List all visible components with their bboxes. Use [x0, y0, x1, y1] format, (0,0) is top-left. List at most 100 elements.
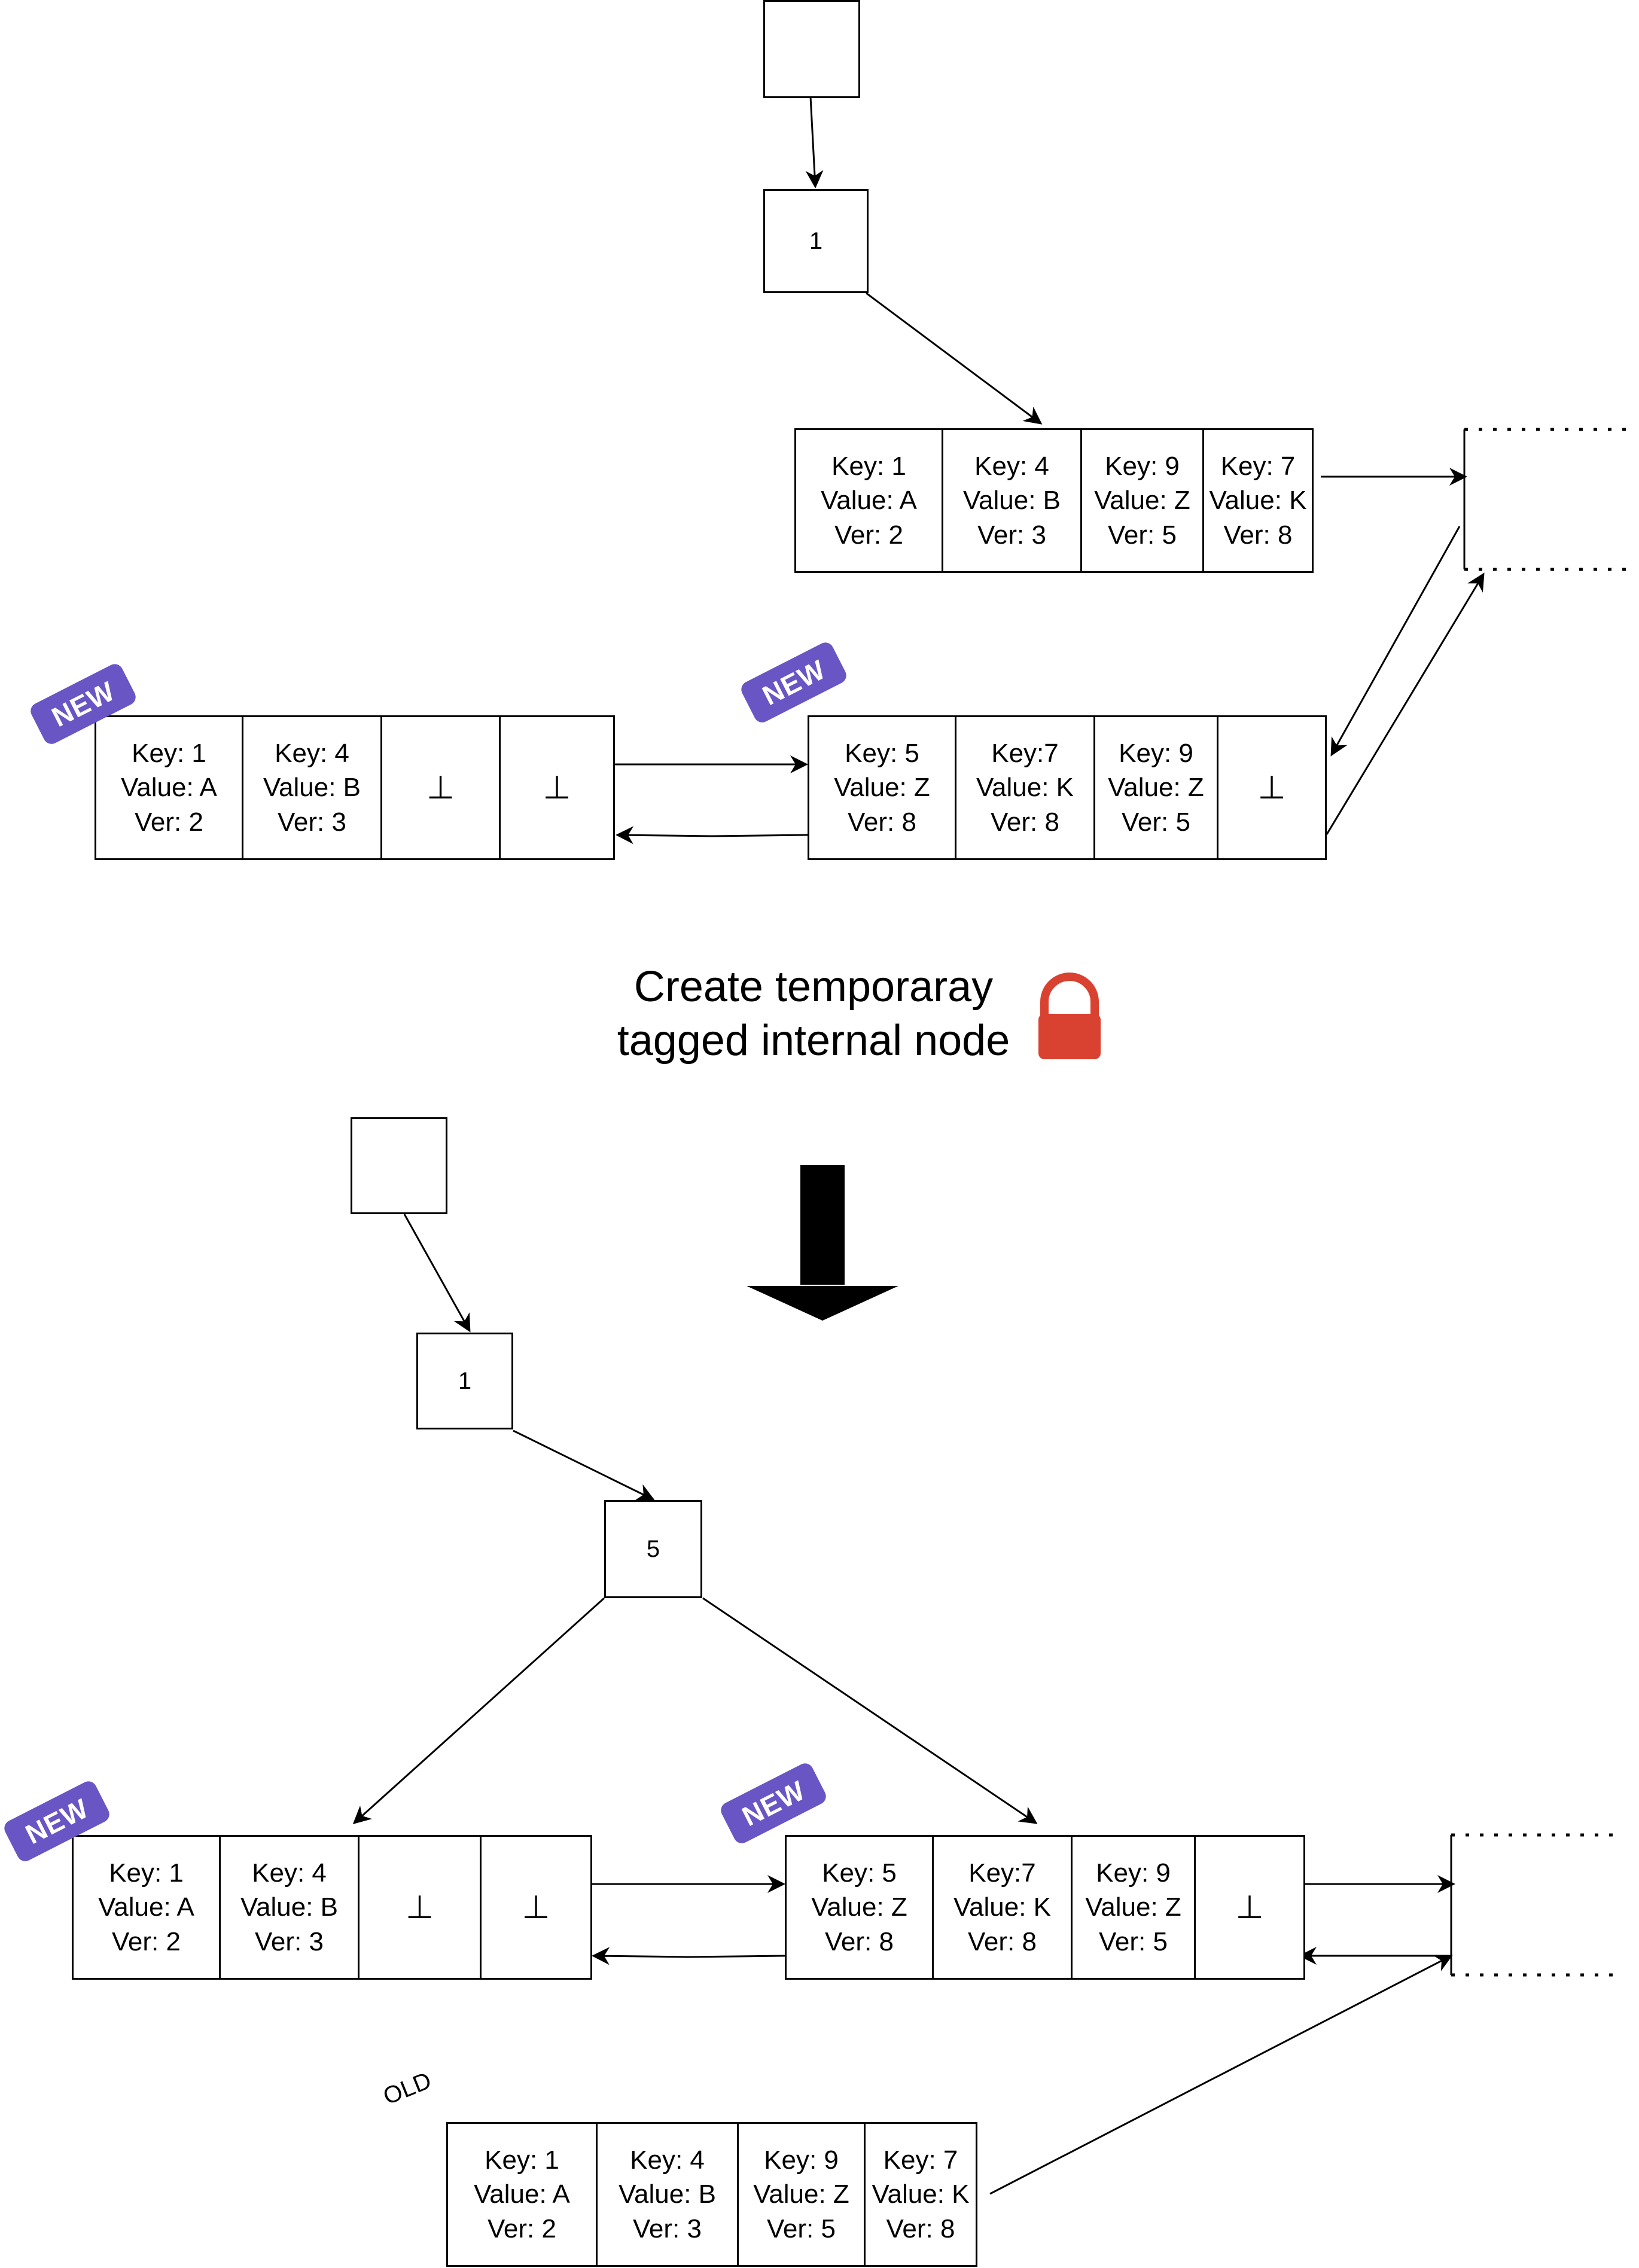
cell-version: Ver: 8 — [886, 2214, 955, 2243]
internal-node-5-bottom: 5 — [604, 1500, 702, 1598]
cell-version: Ver: 8 — [825, 1926, 894, 1956]
cell-version: Ver: 8 — [991, 807, 1059, 837]
cell-key: Key: 5 — [845, 739, 919, 769]
empty-slot: ⊥ — [382, 717, 501, 858]
leaf-cell: Key: 9 Value: Z Ver: 5 — [739, 2124, 866, 2265]
cell-value: Value: Z — [753, 2179, 849, 2209]
leaf-cell: Key: 5 Value: Z Ver: 8 — [809, 717, 956, 858]
edge-sibling-to-right-leaf — [1330, 526, 1461, 757]
leaf-cell: Key: 7 Value: K Ver: 8 — [1204, 430, 1312, 571]
transition-arrow-head — [747, 1286, 898, 1321]
cell-key: Key:7 — [991, 739, 1059, 769]
cell-key: Key: 9 — [1105, 452, 1180, 481]
root-box-bottom — [351, 1117, 447, 1214]
empty-slot: ⊥ — [1235, 1889, 1264, 1925]
cell-key: Key: 4 — [252, 1858, 327, 1888]
lock-icon — [1038, 973, 1101, 1059]
cell-key: Key: 1 — [831, 452, 906, 481]
leaf-cell: Key: 9 Value: Z Ver: 5 — [1095, 717, 1218, 858]
edge-node5-to-right-leaf — [702, 1597, 1038, 1824]
edge-root-to-node1-bottom — [403, 1214, 471, 1333]
cell-value: Value: Z — [834, 773, 930, 803]
edge-node1-to-leaf-top — [866, 292, 1043, 425]
cell-key: Key: 7 — [1220, 452, 1296, 481]
cell-value: Value: Z — [1108, 773, 1204, 803]
cell-version: Ver: 8 — [1223, 520, 1293, 550]
empty-slot: ⊥ — [522, 1889, 550, 1925]
caption-line: tagged internal node — [617, 1017, 1010, 1065]
root-box-top — [763, 0, 860, 98]
caption-line: Create temporaray — [633, 963, 994, 1011]
cell-key: Key: 9 — [1119, 739, 1193, 769]
cell-version: Ver: 3 — [278, 807, 346, 837]
empty-slot: ⊥ — [1257, 769, 1286, 806]
cell-version: Ver: 2 — [834, 520, 903, 550]
step-caption: Create temporaray tagged internal node — [574, 960, 1053, 1068]
leaf-cell: Key: 1 Value: A Ver: 2 — [448, 2124, 598, 2265]
cell-key: Key: 1 — [109, 1858, 184, 1888]
cell-key: Key: 4 — [974, 452, 1049, 481]
leaf-cell: Key: 7 Value: K Ver: 8 — [866, 2124, 976, 2265]
empty-slot: ⊥ — [360, 1837, 482, 1978]
cell-version: Ver: 8 — [848, 807, 916, 837]
edge-right-to-left-leaf-bottom — [592, 1947, 785, 1965]
cell-version: Ver: 8 — [968, 1926, 1037, 1956]
internal-node-1-bottom: 1 — [416, 1333, 513, 1429]
cell-key: Key: 7 — [883, 2145, 958, 2175]
cell-key: Key: 5 — [822, 1858, 897, 1888]
cell-version: Ver: 5 — [1122, 807, 1190, 837]
internal-node-1-top: 1 — [763, 189, 869, 293]
cell-key: Key:7 — [968, 1858, 1036, 1888]
cell-value: Value: A — [821, 486, 917, 516]
cell-version: Ver: 5 — [767, 2214, 836, 2243]
leaf-node-old-top: Key: 1 Value: A Ver: 2 Key: 4 Value: B Ver: … — [794, 428, 1314, 573]
cell-key: Key: 9 — [764, 2145, 839, 2175]
cell-value: Value: A — [474, 2179, 570, 2209]
leaf-cell: Key: 4 Value: B Ver: 3 — [221, 1837, 360, 1978]
cell-value: Value: A — [121, 773, 217, 803]
cell-version: Ver: 2 — [488, 2214, 556, 2243]
leaf-cell: Key: 9 Value: Z Ver: 5 — [1082, 430, 1204, 571]
cell-version: Ver: 3 — [255, 1926, 324, 1956]
cell-value: Value: B — [240, 1892, 339, 1922]
cell-version: Ver: 2 — [112, 1926, 181, 1956]
empty-slot: ⊥ — [543, 769, 571, 806]
cell-value: Value: B — [962, 486, 1061, 516]
cell-key: Key: 4 — [275, 739, 349, 769]
edge-old-leaf-to-sibling — [989, 1955, 1453, 2195]
cell-key: Key: 1 — [485, 2145, 559, 2175]
cell-key: Key: 9 — [1096, 1858, 1171, 1888]
cell-value: Value: K — [953, 1892, 1052, 1922]
cell-key: Key: 1 — [132, 739, 206, 769]
cell-value: Value: Z — [1085, 1892, 1181, 1922]
cell-value: Value: B — [618, 2179, 717, 2209]
edge-node5-to-left-leaf — [352, 1597, 605, 1825]
cell-version: Ver: 3 — [633, 2214, 702, 2243]
cell-value: Value: Z — [1094, 486, 1190, 516]
edge-root-to-node1-top — [805, 96, 824, 188]
transition-arrow-shaft — [800, 1165, 845, 1285]
cell-version: Ver: 5 — [1108, 520, 1177, 550]
edge-right-leaf-to-sibling — [1326, 572, 1485, 835]
edge-node1-to-node5 — [513, 1429, 655, 1501]
leaf-cell: Key: 1 Value: A Ver: 2 — [796, 430, 943, 571]
leaf-cell: Key: 5 Value: Z Ver: 8 — [787, 1837, 934, 1978]
cell-value: Value: Z — [811, 1892, 907, 1922]
cell-value: Value: K — [872, 2179, 970, 2209]
cell-value: Value: K — [1209, 486, 1307, 516]
